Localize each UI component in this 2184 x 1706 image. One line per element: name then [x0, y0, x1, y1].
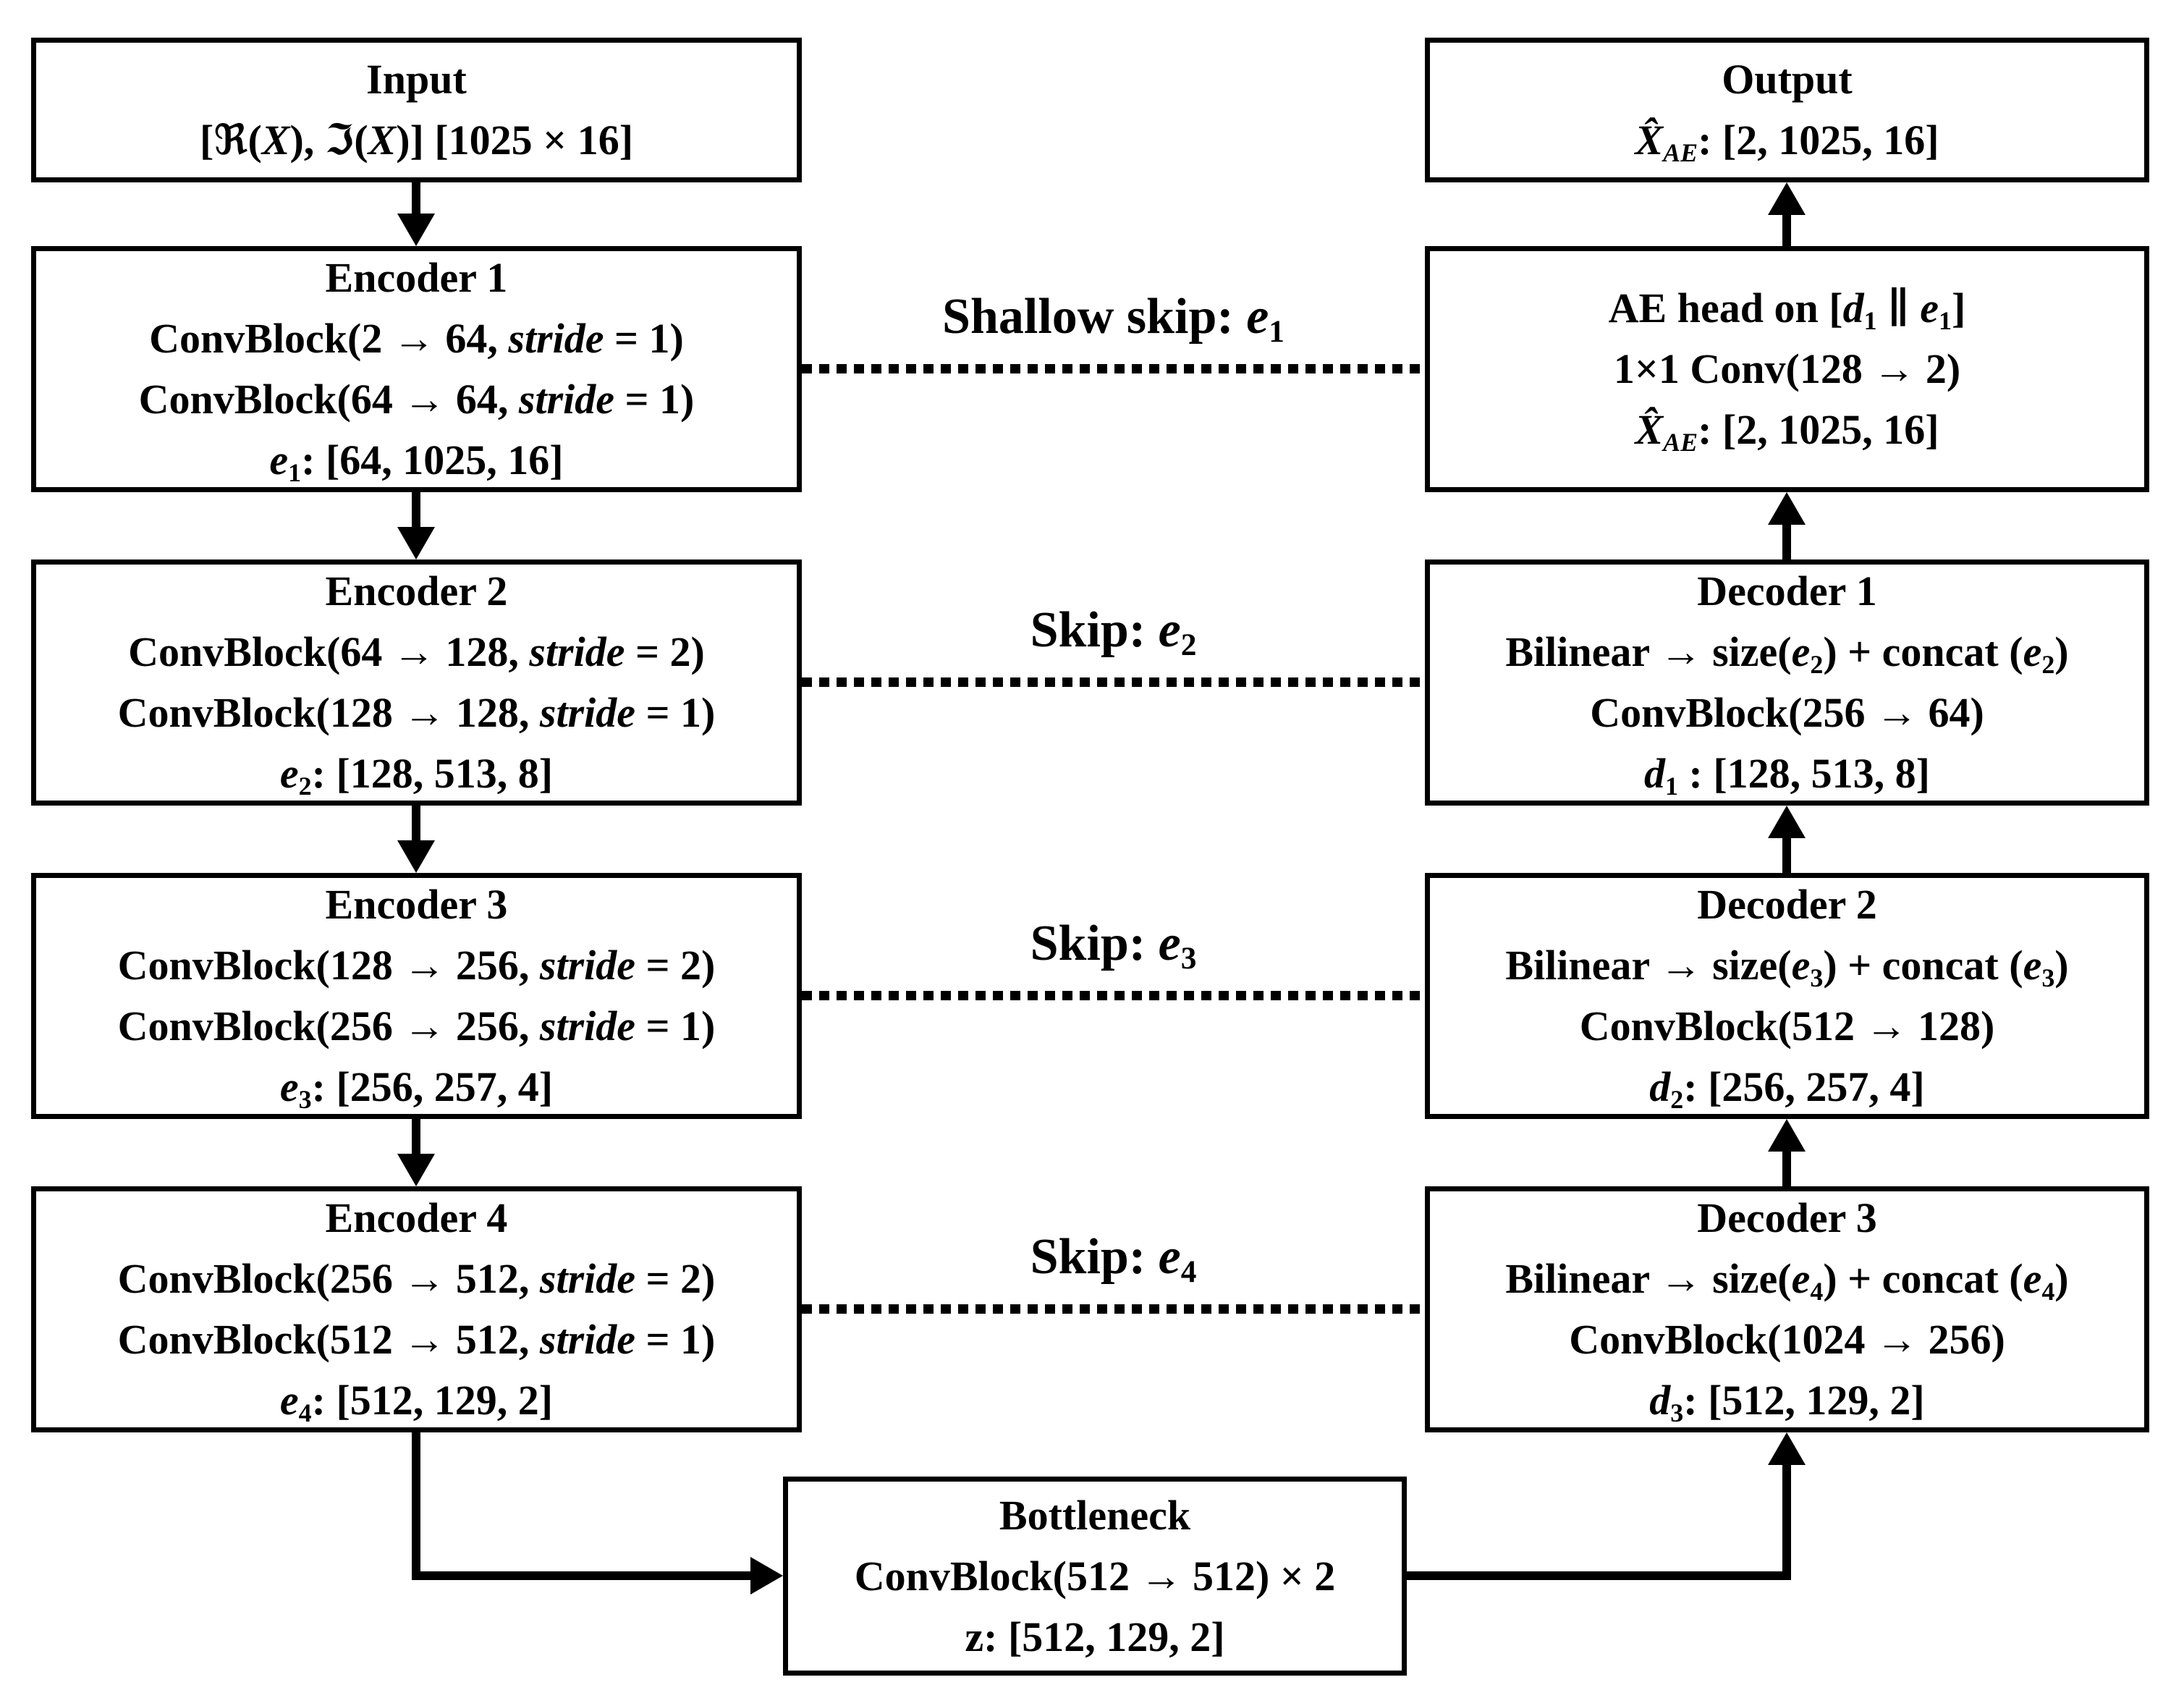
- box-line: [ℜ(X), ℑ(X)] [1025 × 16]: [199, 117, 634, 164]
- arrow-shaft: [1407, 1571, 1791, 1580]
- skip-dotted-line: [802, 364, 1425, 373]
- arrow-shaft: [412, 182, 420, 215]
- box-line: ConvBlock(128 → 256, stride = 2): [117, 942, 716, 989]
- box-title: Bottleneck: [999, 1491, 1191, 1539]
- arrow-shaft: [1782, 1462, 1791, 1580]
- box-title: Encoder 1: [325, 254, 508, 301]
- box-line: e2: [128, 513, 8]: [279, 750, 554, 801]
- box-title: Decoder 2: [1697, 881, 1877, 928]
- input-box: Input [ℜ(X), ℑ(X)] [1025 × 16]: [31, 38, 802, 182]
- skip-label: Skip: e4: [1030, 1229, 1197, 1290]
- skip-label: Skip: e2: [1030, 602, 1197, 663]
- decoder1-box: Decoder 1 Bilinear → size(e2) + concat (…: [1425, 559, 2149, 806]
- box-line: e1: [64, 1025, 16]: [269, 436, 564, 488]
- arrow-shaft: [412, 492, 420, 528]
- box-line: e4: [512, 129, 2]: [279, 1377, 554, 1428]
- arrow-head: [1768, 182, 1806, 215]
- box-line: X̂AE: [2, 1025, 16]: [1635, 406, 1939, 457]
- arrow-shaft: [1782, 1149, 1791, 1186]
- arrow-shaft: [412, 806, 420, 842]
- skip-label: Skip: e3: [1030, 916, 1197, 976]
- box-title: Decoder 1: [1697, 567, 1877, 615]
- encoder3-box: Encoder 3 ConvBlock(128 → 256, stride = …: [31, 873, 802, 1119]
- output-box: Output X̂AE: [2, 1025, 16]: [1425, 38, 2149, 182]
- encoder2-box: Encoder 2 ConvBlock(64 → 128, stride = 2…: [31, 559, 802, 806]
- box-line: Bilinear → size(e2) + concat (e2): [1505, 628, 2069, 680]
- arrow-head: [397, 214, 435, 246]
- arrow-head: [1768, 806, 1806, 838]
- box-line: ConvBlock(512 → 128): [1579, 1002, 1995, 1050]
- skip-dotted-line: [802, 1304, 1425, 1314]
- bottleneck-box: Bottleneck ConvBlock(512 → 512) × 2 z: […: [783, 1477, 1407, 1676]
- arrow-shaft: [412, 1119, 420, 1155]
- skip-dotted-line: [802, 991, 1425, 1000]
- arrow-shaft: [1782, 212, 1791, 246]
- arrow-shaft: [1782, 522, 1791, 559]
- arrow-head: [1768, 1119, 1806, 1152]
- box-line: e3: [256, 257, 4]: [279, 1063, 554, 1115]
- box-line: ConvBlock(1024 → 256): [1569, 1316, 2005, 1363]
- arrow-head: [750, 1557, 783, 1595]
- arrow-head: [397, 527, 435, 559]
- arrow-head: [1768, 492, 1806, 525]
- arrow-shaft: [1782, 835, 1791, 873]
- arrow-head: [397, 840, 435, 873]
- ae-head-box: AE head on [d1 ∥ e1] 1×1 Conv(128 → 2) X…: [1425, 246, 2149, 492]
- box-title: Encoder 2: [325, 567, 508, 615]
- box-title: Decoder 3: [1697, 1194, 1877, 1241]
- box-title: Encoder 4: [325, 1194, 508, 1241]
- box-line: Bilinear → size(e3) + concat (e3): [1505, 942, 2069, 993]
- decoder2-box: Decoder 2 Bilinear → size(e3) + concat (…: [1425, 873, 2149, 1119]
- arrow-head: [397, 1154, 435, 1186]
- box-line: d1 : [128, 513, 8]: [1644, 750, 1930, 801]
- box-line: ConvBlock(128 → 128, stride = 1): [117, 689, 716, 736]
- box-line: ConvBlock(512 → 512) × 2: [854, 1552, 1336, 1600]
- box-line: ConvBlock(64 → 128, stride = 2): [128, 628, 705, 675]
- box-line: ConvBlock(256 → 256, stride = 1): [117, 1002, 716, 1050]
- skip-label: Shallow skip: e1: [942, 289, 1284, 350]
- decoder3-box: Decoder 3 Bilinear → size(e4) + concat (…: [1425, 1186, 2149, 1432]
- box-title: Input: [366, 56, 467, 103]
- encoder1-box: Encoder 1 ConvBlock(2 → 64, stride = 1) …: [31, 246, 802, 492]
- skip-dotted-line: [802, 677, 1425, 687]
- box-title: Encoder 3: [325, 881, 508, 928]
- arrow-head: [1768, 1432, 1806, 1465]
- box-title: AE head on [d1 ∥ e1]: [1608, 284, 1966, 336]
- box-line: ConvBlock(64 → 64, stride = 1): [138, 376, 695, 423]
- box-line: 1×1 Conv(128 → 2): [1613, 345, 1961, 392]
- encoder4-box: Encoder 4 ConvBlock(256 → 512, stride = …: [31, 1186, 802, 1432]
- box-line: ConvBlock(256 → 512, stride = 2): [117, 1255, 716, 1302]
- arrow-shaft: [412, 1571, 754, 1580]
- box-line: Bilinear → size(e4) + concat (e4): [1505, 1255, 2069, 1306]
- box-title: Output: [1722, 56, 1853, 103]
- box-line: ConvBlock(256 → 64): [1590, 689, 1984, 736]
- box-line: z: [512, 129, 2]: [965, 1613, 1225, 1660]
- box-line: X̂AE: [2, 1025, 16]: [1635, 117, 1939, 168]
- arrow-shaft: [412, 1432, 420, 1580]
- box-line: ConvBlock(512 → 512, stride = 1): [117, 1316, 716, 1363]
- box-line: d3: [512, 129, 2]: [1649, 1377, 1925, 1428]
- box-line: ConvBlock(2 → 64, stride = 1): [149, 315, 684, 362]
- box-line: d2: [256, 257, 4]: [1649, 1063, 1925, 1115]
